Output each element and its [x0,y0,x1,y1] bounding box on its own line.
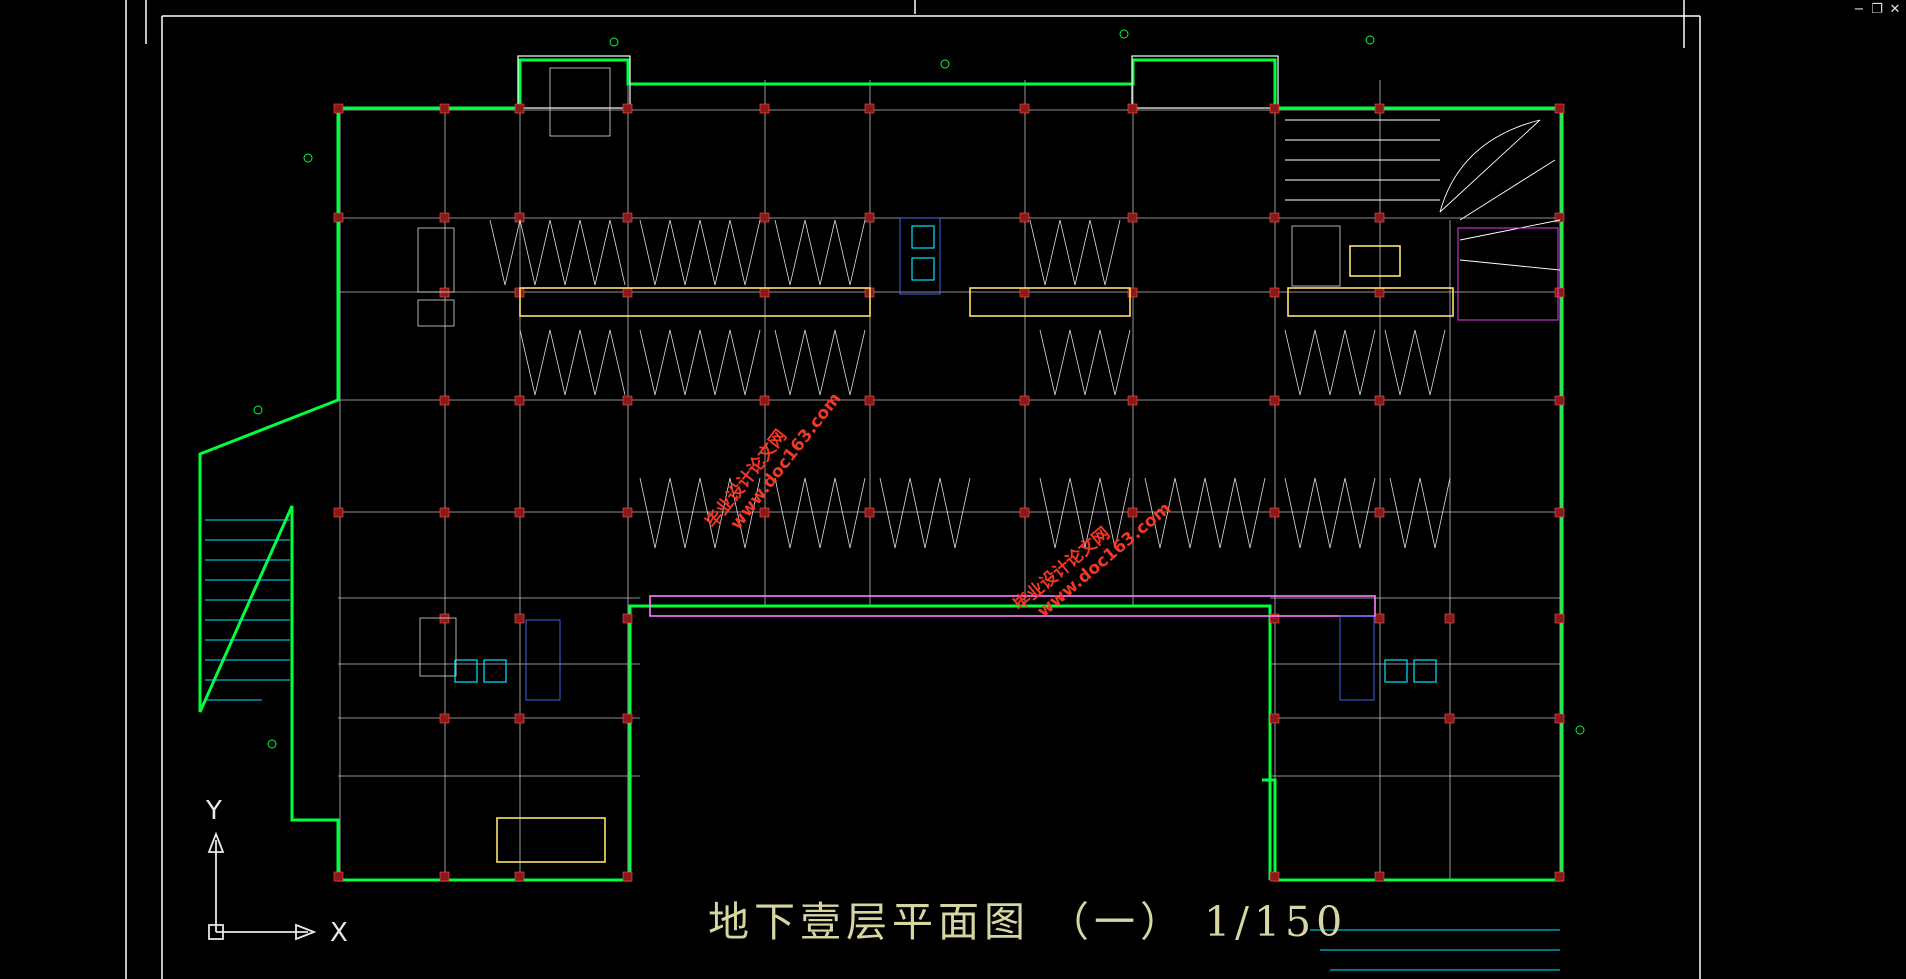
drawing-frame [125,0,1701,979]
stairs-ramps [205,119,1561,971]
minimize-icon[interactable]: − [1853,2,1865,17]
axis-markers [253,29,1585,749]
building-walls [198,55,1564,882]
structural-grid [338,60,1562,880]
close-icon[interactable]: ✕ [1889,2,1901,17]
ucs-x-label: X [330,918,348,948]
service-corridors [496,245,1454,863]
drawing-title: 地下壹层平面图 （一） 1/150 [708,898,1348,946]
elevator-cores [454,225,1437,683]
parking-stalls [417,67,1451,677]
columns [333,103,1565,882]
ucs-axes-icon [207,831,317,941]
restore-icon[interactable]: ❐ [1871,2,1883,17]
ucs-y-label: Y [206,796,222,826]
